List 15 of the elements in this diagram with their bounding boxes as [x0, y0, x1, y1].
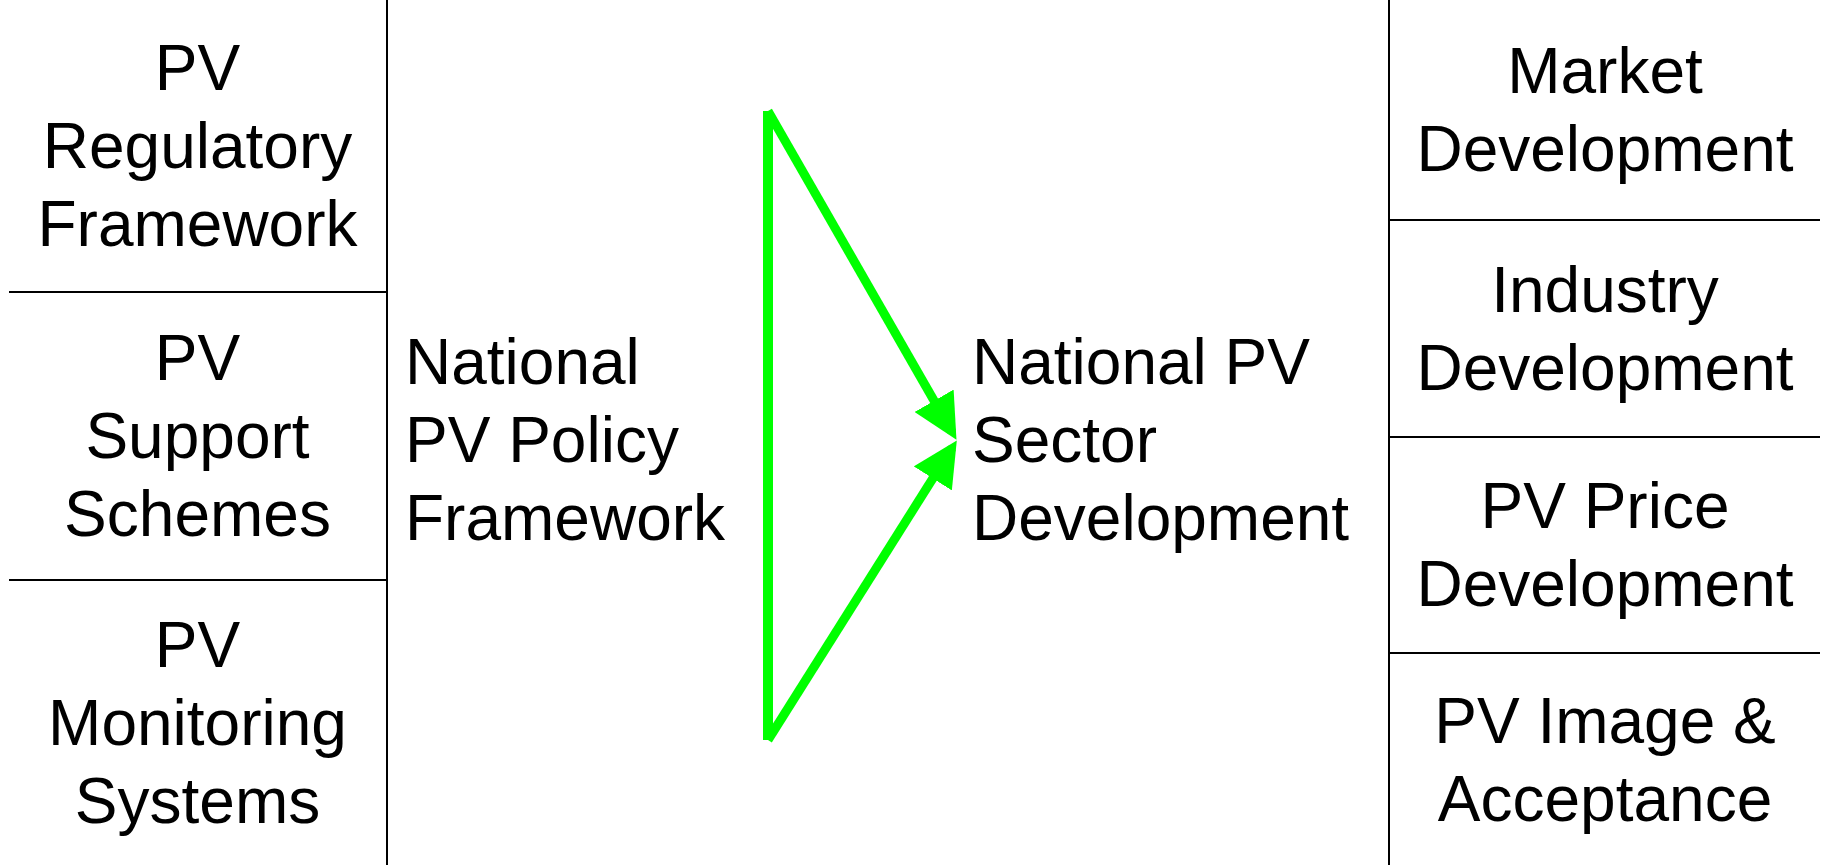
- category-box: [9, 0, 388, 293]
- category-box: [1388, 0, 1820, 221]
- node-label: PV Support Schemes: [63, 321, 332, 552]
- node-label: PV Regulatory Framework: [37, 30, 358, 262]
- node-label: National PV Sector Development: [972, 325, 1351, 556]
- category-box: [1388, 221, 1820, 438]
- node-label: PV Image & Acceptance: [1433, 683, 1777, 837]
- node-label: Industry Development: [1416, 252, 1794, 406]
- node-label: PV Price Development: [1416, 469, 1794, 622]
- node-label: PV Monitoring Systems: [47, 608, 348, 839]
- node-label: National PV Policy Framework: [405, 325, 727, 556]
- category-box: [1388, 438, 1820, 654]
- node-label: Market Development: [1416, 33, 1794, 187]
- bar-shape: [763, 111, 773, 740]
- category-box: [9, 293, 388, 581]
